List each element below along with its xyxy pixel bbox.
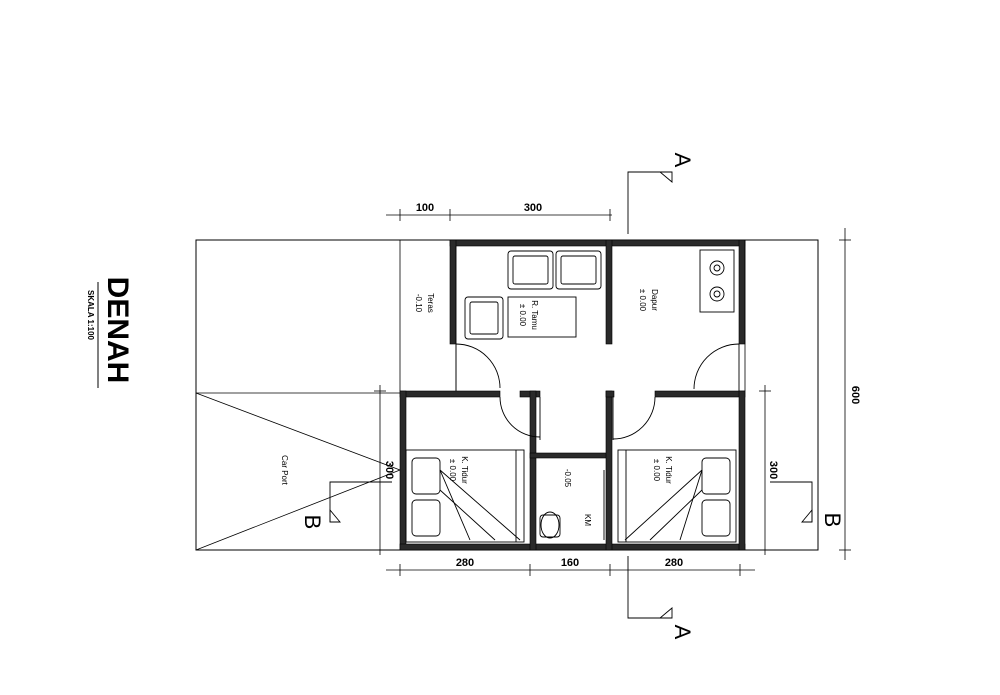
room-carport-name: Car Port	[280, 455, 289, 486]
section-b-left: B	[300, 515, 325, 530]
dim-bottom-mid: 160	[561, 557, 579, 569]
room-dapur-name: Dapur	[650, 289, 659, 311]
toilet	[539, 470, 605, 540]
room-kamar-tidur-1-name: K. Tidur	[460, 456, 469, 484]
kitchen-stove	[699, 249, 735, 313]
drawing-title: DENAH	[101, 277, 134, 384]
room-teras-name: Teras	[426, 293, 435, 313]
room-ruang-tamu-name: R. Tamu	[530, 300, 539, 330]
bed-2	[617, 449, 737, 543]
section-a-bottom: A	[670, 625, 695, 640]
room-km-wc-level: -0.05	[563, 469, 572, 488]
section-markers	[329, 171, 813, 619]
section-letters: A A B B	[300, 153, 845, 640]
dim-top-left: 100	[416, 202, 434, 214]
room-dapur-level: ± 0.00	[638, 289, 647, 312]
section-b-right: B	[820, 513, 845, 528]
wall-lines	[399, 240, 746, 391]
dimension-lines	[374, 209, 851, 576]
walls	[399, 239, 746, 551]
room-teras-level: -0.10	[414, 294, 423, 313]
dim-bottom-left: 280	[456, 557, 474, 569]
drawing-title-block: DENAH SKALA 1:100	[86, 277, 134, 388]
bed-1	[405, 449, 525, 543]
dim-left-side: 300	[383, 461, 395, 479]
room-labels: Teras -0.10 R. Tamu ± 0.00 Dapur ± 0.00 …	[280, 289, 673, 526]
dim-top-mid: 300	[524, 202, 542, 214]
room-km-wc-name: KM	[583, 514, 592, 526]
dim-right-side: 300	[767, 461, 779, 479]
carport-area	[195, 392, 401, 551]
living-furniture	[464, 250, 602, 340]
dimension-labels: 100 300 280 160 280 300 300 600	[383, 202, 861, 569]
section-a-top: A	[670, 153, 695, 168]
drawing-scale: SKALA 1:100	[86, 290, 95, 340]
room-kamar-tidur-2-level: ± 0.00	[652, 459, 661, 482]
doors	[455, 343, 740, 440]
room-ruang-tamu-level: ± 0.00	[518, 304, 527, 327]
room-kamar-tidur-2-name: K. Tidur	[664, 456, 673, 484]
dim-bottom-right: 280	[665, 557, 683, 569]
dim-overall-right: 600	[849, 386, 861, 404]
room-kamar-tidur-1-level: ± 0.00	[448, 459, 457, 482]
